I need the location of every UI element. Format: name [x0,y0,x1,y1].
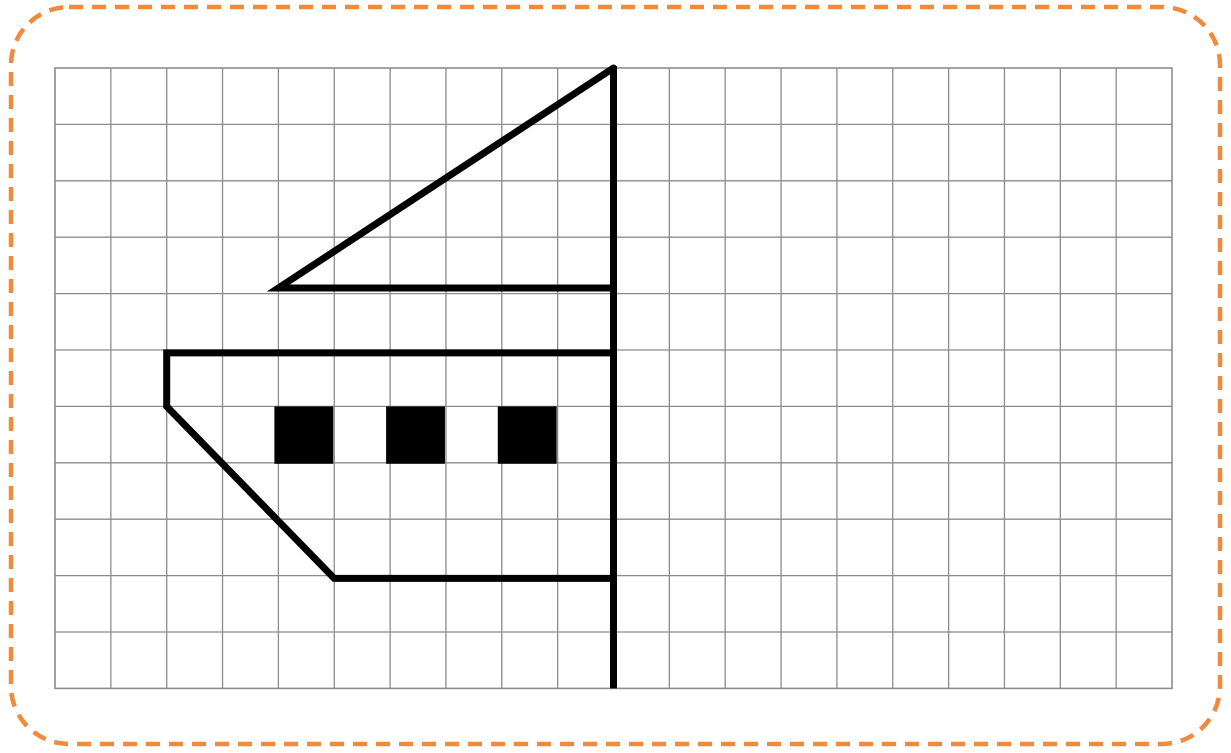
porthole-square [274,406,333,463]
porthole-square [498,406,557,463]
porthole-square [386,406,445,463]
